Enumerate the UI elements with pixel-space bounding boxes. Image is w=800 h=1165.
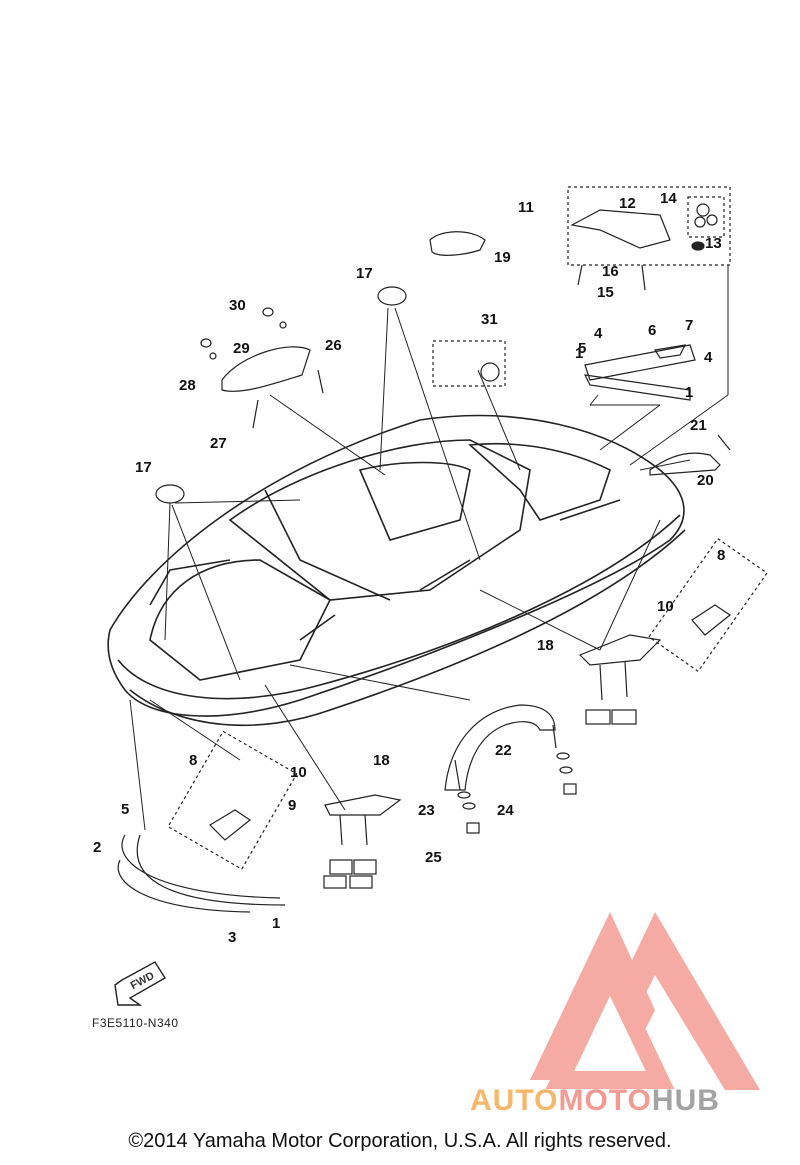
fuel-filler-20: [649, 452, 721, 476]
callout-29: 29: [233, 340, 250, 357]
callout-5: 5: [578, 340, 586, 357]
watermark-moto: MOTO: [558, 1084, 652, 1117]
callout-15: 15: [597, 284, 614, 301]
callout-23: 23: [418, 802, 435, 819]
callout-24: 24: [497, 802, 514, 819]
cup-holder-17-left: [155, 484, 185, 504]
callout-18: 18: [373, 752, 390, 769]
callout-8: 8: [717, 547, 725, 564]
mirror-19: [429, 231, 486, 256]
callout-12: 12: [619, 195, 636, 212]
callout-1: 1: [272, 915, 280, 932]
callout-21: 21: [690, 417, 707, 434]
callout-9: 9: [288, 797, 296, 814]
boat-hull: [107, 414, 686, 727]
cleat-18-left: [324, 794, 402, 816]
copyright-notice: ©2014 Yamaha Motor Corporation, U.S.A. A…: [128, 1130, 672, 1152]
callout-1: 1: [685, 384, 693, 401]
fwd-arrow: [114, 961, 166, 1006]
callout-26: 26: [325, 337, 342, 354]
callout-19: 19: [494, 249, 511, 266]
callout-8: 8: [189, 752, 197, 769]
watermark-auto: AUTO: [470, 1084, 559, 1117]
grab-handle-box: [567, 186, 731, 266]
callout-13: 13: [705, 235, 722, 252]
watermark-logo: [530, 912, 760, 1090]
callout-20: 20: [697, 472, 714, 489]
callout-1: 1: [575, 345, 583, 362]
tow-bar-22: [444, 704, 556, 791]
callout-27: 27: [210, 435, 227, 452]
callout-7: 7: [685, 317, 693, 334]
callout-28: 28: [179, 377, 196, 394]
callout-3: 3: [228, 929, 236, 946]
callout-14: 14: [660, 190, 677, 207]
callout-11: 11: [518, 199, 534, 216]
watermark-hub: HUB: [651, 1084, 720, 1117]
cleat-18-right: [578, 634, 662, 666]
callout-10: 10: [290, 764, 307, 781]
callout-16: 16: [602, 263, 619, 280]
callout-22: 22: [495, 742, 512, 759]
cup-holder-17-top: [377, 286, 407, 306]
callout-17: 17: [135, 459, 152, 476]
callout-5: 5: [121, 801, 129, 818]
callout-18: 18: [537, 637, 554, 654]
callout-4: 4: [704, 349, 713, 366]
leader-lines: [129, 265, 729, 831]
grab-handle-26: [221, 346, 311, 392]
callout-30: 30: [229, 297, 246, 314]
callout-25: 25: [425, 849, 442, 866]
callout-10: 10: [657, 598, 674, 615]
callout-31: 31: [481, 311, 498, 328]
callout-2: 2: [93, 839, 101, 856]
callout-numbers: 1 1 1 2 3 4 4 5 5 6 7 8 8 9 10 10 11 12 …: [93, 190, 725, 946]
callout-17: 17: [356, 265, 373, 282]
watermark-text: AUTOMOTOHUB: [470, 1084, 720, 1118]
component-sketches: [114, 186, 768, 1006]
part-code: F3E5110-N340: [92, 1016, 179, 1030]
callout-4: 4: [594, 325, 603, 342]
callout-6: 6: [648, 322, 656, 339]
